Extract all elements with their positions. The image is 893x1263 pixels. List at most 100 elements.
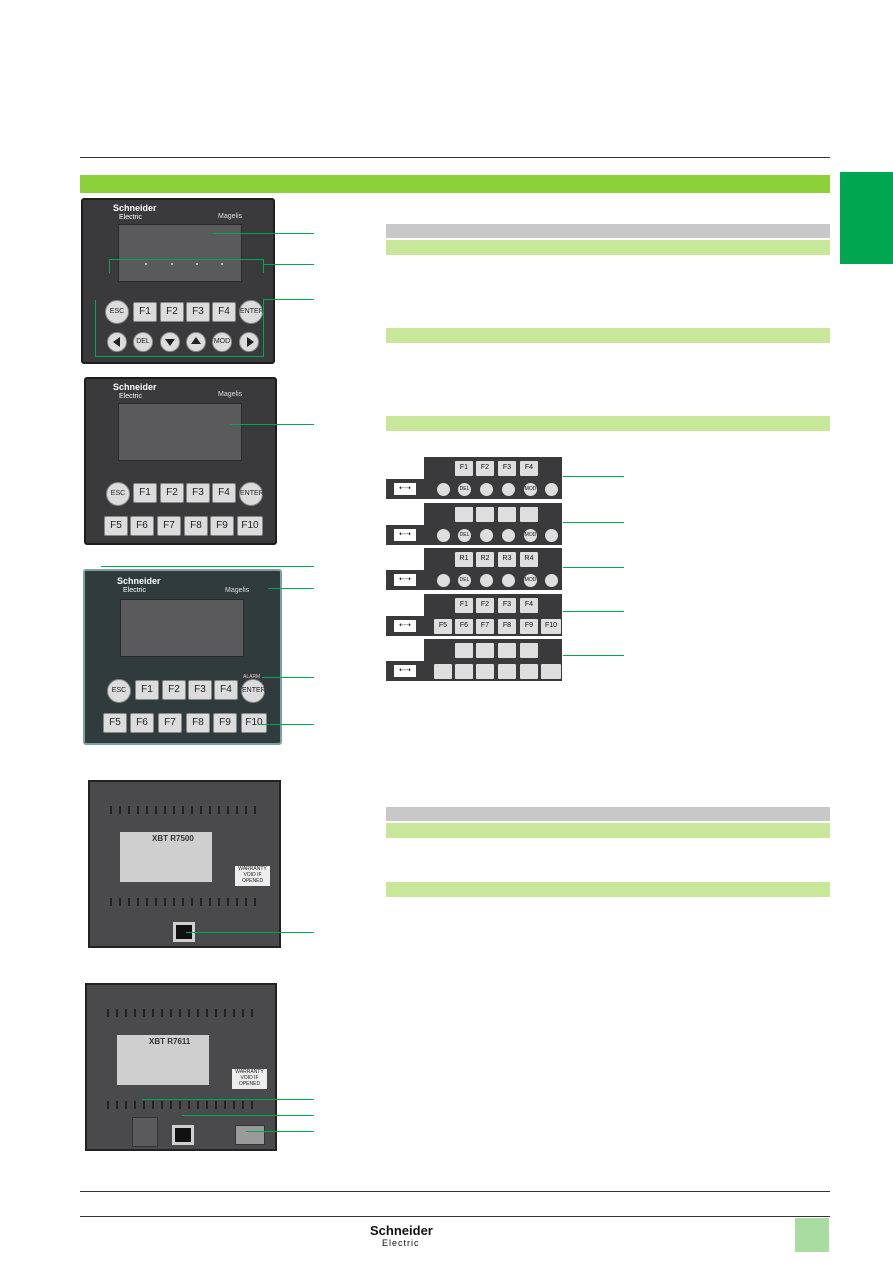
strip-key: F10 <box>541 619 561 634</box>
callout-line <box>95 356 264 357</box>
callout-line <box>186 932 314 933</box>
slide-arrow-icon: ⇠⇢ <box>394 483 416 495</box>
down-arrow-icon <box>480 483 493 496</box>
blank-key <box>520 643 538 658</box>
strip-key: F6 <box>455 619 473 634</box>
led <box>196 263 198 265</box>
subheader-bar <box>386 416 830 431</box>
legend-strip-2: ⇠⇢ DEL MOD <box>386 503 562 545</box>
cable-gland <box>132 1117 158 1147</box>
strip-key: F4 <box>520 598 538 613</box>
callout-line <box>258 724 314 725</box>
left-arrow-icon[interactable] <box>107 332 127 352</box>
legend-strip-5: ⇠⇢ <box>386 639 562 681</box>
callout-line <box>213 233 314 234</box>
f2-key[interactable]: F2 <box>160 302 184 322</box>
strip-key: R3 <box>498 552 516 567</box>
f1-key[interactable]: F1 <box>133 302 157 322</box>
up-arrow-icon <box>502 529 515 542</box>
device-back-1: XBT R7500 WARRANTY VOID IF OPENED <box>88 780 281 948</box>
enter-key[interactable]: ENTER <box>239 482 264 506</box>
f7-key[interactable]: F7 <box>158 713 182 733</box>
device-back-2: XBT R7611 WARRANTY VOID IF OPENED <box>85 983 277 1151</box>
slide-arrow-icon: ⇠⇢ <box>394 529 416 541</box>
mod-key: MOD <box>524 574 537 587</box>
f3-key[interactable]: F3 <box>186 483 210 503</box>
vents <box>110 898 260 906</box>
callout-line <box>263 300 264 356</box>
f1-key[interactable]: F1 <box>133 483 157 503</box>
blank-key <box>520 507 538 522</box>
blank-key <box>455 507 473 522</box>
f2-key[interactable]: F2 <box>162 680 186 700</box>
callout-line <box>563 567 624 568</box>
f3-key[interactable]: F3 <box>186 302 210 322</box>
f10-key[interactable]: F10 <box>237 516 263 536</box>
up-arrow-icon[interactable] <box>186 332 206 352</box>
f5-key[interactable]: F5 <box>103 713 127 733</box>
enter-key[interactable]: ENTER <box>239 300 264 324</box>
right-arrow-icon[interactable] <box>239 332 259 352</box>
vents <box>110 806 260 814</box>
f4-key[interactable]: F4 <box>212 302 236 322</box>
display-screen <box>118 403 242 461</box>
up-arrow-icon <box>502 483 515 496</box>
strip-key: R2 <box>476 552 494 567</box>
callout-line <box>263 264 314 265</box>
blank-key <box>498 507 516 522</box>
f4-key[interactable]: F4 <box>214 680 238 700</box>
f7-key[interactable]: F7 <box>157 516 181 536</box>
f9-key[interactable]: F9 <box>210 516 234 536</box>
callout-line <box>263 259 264 273</box>
bottom-rule <box>80 1191 830 1192</box>
f1-key[interactable]: F1 <box>135 680 159 700</box>
f8-key[interactable]: F8 <box>184 516 208 536</box>
f5-key[interactable]: F5 <box>104 516 128 536</box>
legend-strip-3: ⇠⇢ R1 R2 R3 R4 DEL MOD <box>386 548 562 590</box>
rj45-port <box>172 1125 194 1145</box>
header-bar <box>386 224 830 238</box>
slide-arrow-icon: ⇠⇢ <box>394 665 416 677</box>
down-arrow-icon[interactable] <box>160 332 180 352</box>
blank-key <box>476 507 494 522</box>
legend-strip-1: ⇠⇢ F1 F2 F3 F4 DEL MOD <box>386 457 562 499</box>
del-key[interactable]: DEL <box>133 332 153 352</box>
strip-key: F5 <box>434 619 452 634</box>
esc-key[interactable]: ESC <box>105 300 129 324</box>
blank-key <box>455 664 473 679</box>
f3-key[interactable]: F3 <box>188 680 212 700</box>
del-key: DEL <box>458 483 471 496</box>
esc-key[interactable]: ESC <box>107 679 131 703</box>
f6-key[interactable]: F6 <box>130 516 154 536</box>
product-name: Magelis <box>218 391 243 398</box>
strip-key: R1 <box>455 552 473 567</box>
f4-key[interactable]: F4 <box>212 483 236 503</box>
slide-arrow-icon: ⇠⇢ <box>394 574 416 586</box>
callout-line <box>230 424 314 425</box>
mod-key[interactable]: MOD <box>212 332 232 352</box>
strip-key: F2 <box>476 461 494 476</box>
callout-line <box>142 1099 314 1100</box>
display-screen <box>120 599 244 657</box>
led <box>221 263 223 265</box>
callout-line <box>563 476 624 477</box>
strip-key: F1 <box>455 598 473 613</box>
f10-key[interactable]: F10 <box>241 713 267 733</box>
f9-key[interactable]: F9 <box>213 713 237 733</box>
left-arrow-icon <box>437 574 450 587</box>
esc-key[interactable]: ESC <box>106 482 130 506</box>
subheader-bar <box>386 328 830 343</box>
f6-key[interactable]: F6 <box>130 713 154 733</box>
down-arrow-icon <box>480 574 493 587</box>
f2-key[interactable]: F2 <box>160 483 184 503</box>
top-rule <box>80 157 830 158</box>
callout-line <box>263 299 314 300</box>
legend-strip-4: ⇠⇢ F1 F2 F3 F4 F5 F6 F7 F8 F9 F10 <box>386 594 562 636</box>
enter-key[interactable]: ENTER <box>241 679 266 703</box>
f8-key[interactable]: F8 <box>186 713 210 733</box>
